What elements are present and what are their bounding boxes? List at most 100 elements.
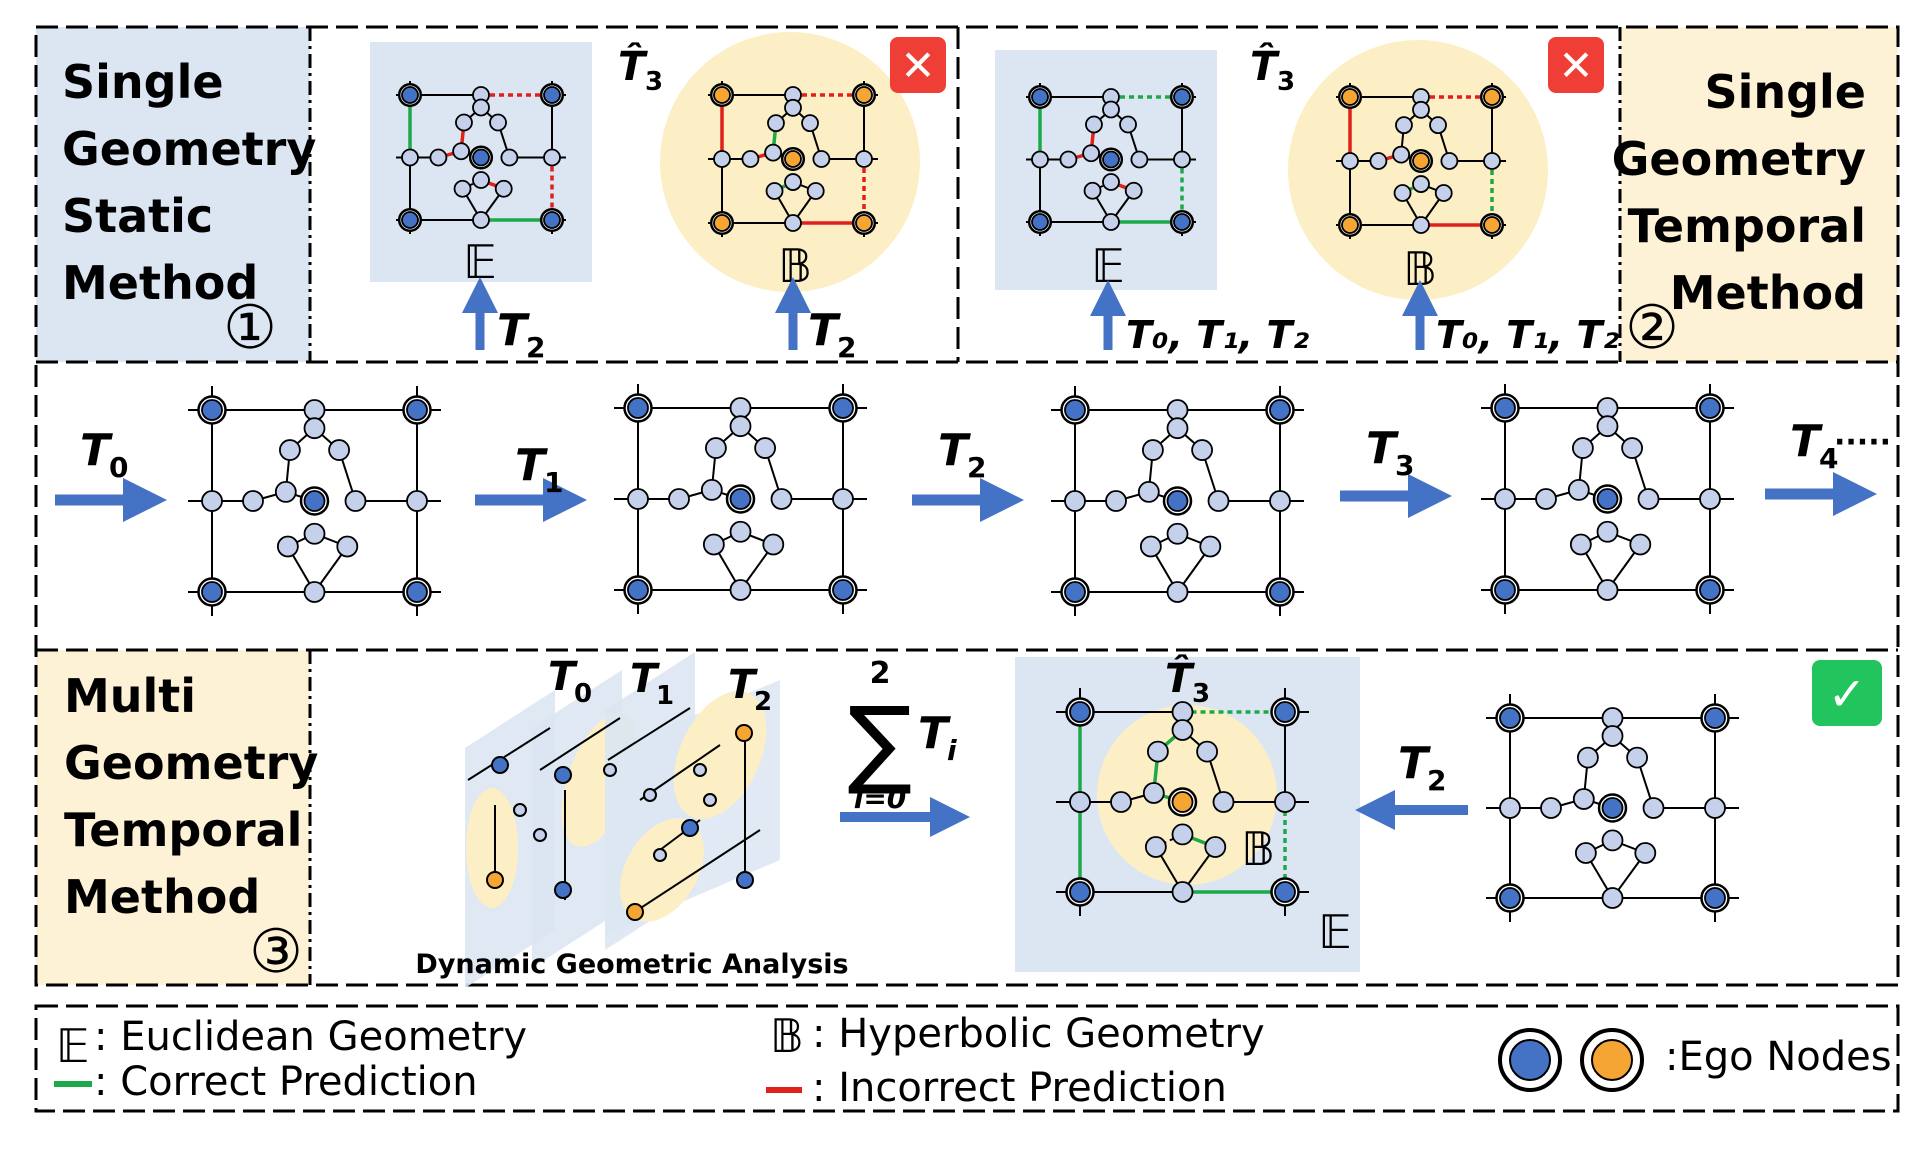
graph-node bbox=[278, 439, 301, 461]
graph-node bbox=[1171, 719, 1194, 741]
graph-node bbox=[729, 415, 752, 438]
svg-text:T: T bbox=[1790, 416, 1823, 467]
ego-node bbox=[1031, 213, 1049, 231]
panel-2-label-bg bbox=[1620, 27, 1898, 362]
ego-node bbox=[1341, 88, 1359, 106]
ego-node bbox=[543, 86, 561, 104]
graph-node bbox=[1634, 842, 1657, 864]
ego-node bbox=[713, 86, 731, 104]
graph-node bbox=[1392, 145, 1411, 164]
panel-3-number: ③ bbox=[249, 917, 303, 987]
graph-node bbox=[729, 397, 752, 419]
svg-text:T̂: T̂ bbox=[618, 42, 648, 90]
svg-text:Static: Static bbox=[62, 189, 213, 243]
svg-text:Temporal: Temporal bbox=[1628, 199, 1866, 253]
ego-node bbox=[1412, 152, 1430, 170]
hyper-symbol-p3: 𝔹 bbox=[1241, 822, 1275, 876]
ego-node bbox=[627, 579, 649, 601]
graph-node bbox=[494, 179, 513, 198]
graph-node bbox=[1412, 100, 1430, 119]
snapshot-p3-source bbox=[1486, 694, 1739, 922]
graph-node bbox=[1119, 115, 1137, 134]
svg-text:·····: ····· bbox=[1834, 425, 1891, 460]
svg-text:T: T bbox=[80, 425, 113, 476]
graph-node bbox=[1166, 417, 1189, 440]
hat-t3-p3: T̂ 3 bbox=[1165, 654, 1210, 709]
label-t3: T 3 bbox=[1366, 423, 1414, 482]
ego-node bbox=[1341, 216, 1359, 234]
svg-text:i=0: i=0 bbox=[854, 782, 907, 815]
graph-node bbox=[1110, 791, 1132, 813]
graph-node bbox=[784, 214, 802, 232]
graph-node bbox=[344, 490, 367, 512]
svg-text:Geometry: Geometry bbox=[62, 122, 316, 176]
snapshot-t2 bbox=[1051, 386, 1304, 616]
svg-text:Single: Single bbox=[1704, 65, 1866, 119]
graph-node bbox=[729, 520, 752, 543]
graph-node bbox=[1341, 152, 1359, 170]
ego-node bbox=[401, 86, 419, 104]
graph-node bbox=[1274, 791, 1296, 813]
graph-node bbox=[1642, 797, 1665, 819]
graph-node bbox=[1166, 522, 1189, 545]
graph-node bbox=[1601, 829, 1624, 852]
panel-2-number: ② bbox=[1625, 293, 1679, 363]
label-back-t2: T 2 bbox=[1398, 738, 1446, 797]
graph-node bbox=[1699, 488, 1721, 510]
graph-node bbox=[1499, 797, 1521, 819]
graph-node bbox=[1085, 115, 1103, 134]
graph-node bbox=[1269, 490, 1291, 512]
graph-p2-hyperbolic bbox=[1336, 83, 1506, 239]
ego-node bbox=[303, 490, 326, 512]
ego-node bbox=[627, 397, 649, 419]
graph-node bbox=[812, 150, 831, 168]
graph-node bbox=[1393, 184, 1412, 202]
svg-text:Method: Method bbox=[1670, 266, 1866, 320]
graph-p3-combined bbox=[1056, 688, 1309, 916]
graph-node bbox=[1199, 535, 1222, 558]
graph-node bbox=[276, 535, 299, 558]
graph-node bbox=[1577, 746, 1599, 769]
euclid-symbol-p3: 𝔼 bbox=[1318, 905, 1352, 959]
graph-node bbox=[1082, 144, 1101, 163]
ego-node bbox=[201, 399, 223, 421]
graph-node bbox=[702, 533, 725, 556]
graph-node bbox=[765, 182, 784, 200]
t012-label-p2-e: T₀, T₁, T₂ bbox=[1126, 313, 1309, 357]
graph-node bbox=[713, 150, 731, 168]
check-badge-p3: ✓ bbox=[1812, 660, 1882, 726]
svg-text:T: T bbox=[938, 425, 971, 476]
graph-node bbox=[1601, 725, 1624, 747]
legend-hyper-symbol: 𝔹 bbox=[770, 1009, 804, 1063]
graph-node bbox=[303, 417, 326, 440]
graph-node bbox=[1064, 490, 1086, 512]
ego-node bbox=[1499, 707, 1521, 729]
graph-node bbox=[1574, 842, 1597, 864]
graph-node bbox=[1540, 797, 1562, 819]
graph-node bbox=[784, 98, 802, 117]
ego-node bbox=[1596, 488, 1619, 510]
graph-node bbox=[472, 211, 490, 229]
svg-text:T̂: T̂ bbox=[1250, 42, 1280, 90]
graph-node bbox=[1569, 533, 1592, 556]
ego-node bbox=[1274, 701, 1296, 723]
stack-label-t0-sub: 0 bbox=[574, 679, 592, 709]
ego-node bbox=[832, 397, 854, 419]
graph-node bbox=[767, 114, 785, 133]
graph-node bbox=[1596, 397, 1619, 419]
graph-node bbox=[1137, 480, 1160, 503]
legend-ego-blue bbox=[1498, 1028, 1562, 1092]
graph-node bbox=[1483, 152, 1501, 170]
svg-text:0: 0 bbox=[109, 451, 128, 484]
graph-node bbox=[806, 182, 825, 200]
graph-node bbox=[1629, 533, 1652, 556]
graph-node bbox=[1166, 399, 1189, 421]
svg-text:T̂: T̂ bbox=[1165, 654, 1195, 702]
cross-badge-p1: ✕ bbox=[890, 37, 946, 93]
legend-incorrect-text: : Incorrect Prediction bbox=[812, 1065, 1227, 1111]
graph-p2-euclidean bbox=[1026, 83, 1196, 236]
euclid-symbol-p1: 𝔼 bbox=[463, 235, 497, 289]
graph-node bbox=[1395, 116, 1413, 135]
ego-node bbox=[1704, 707, 1726, 729]
